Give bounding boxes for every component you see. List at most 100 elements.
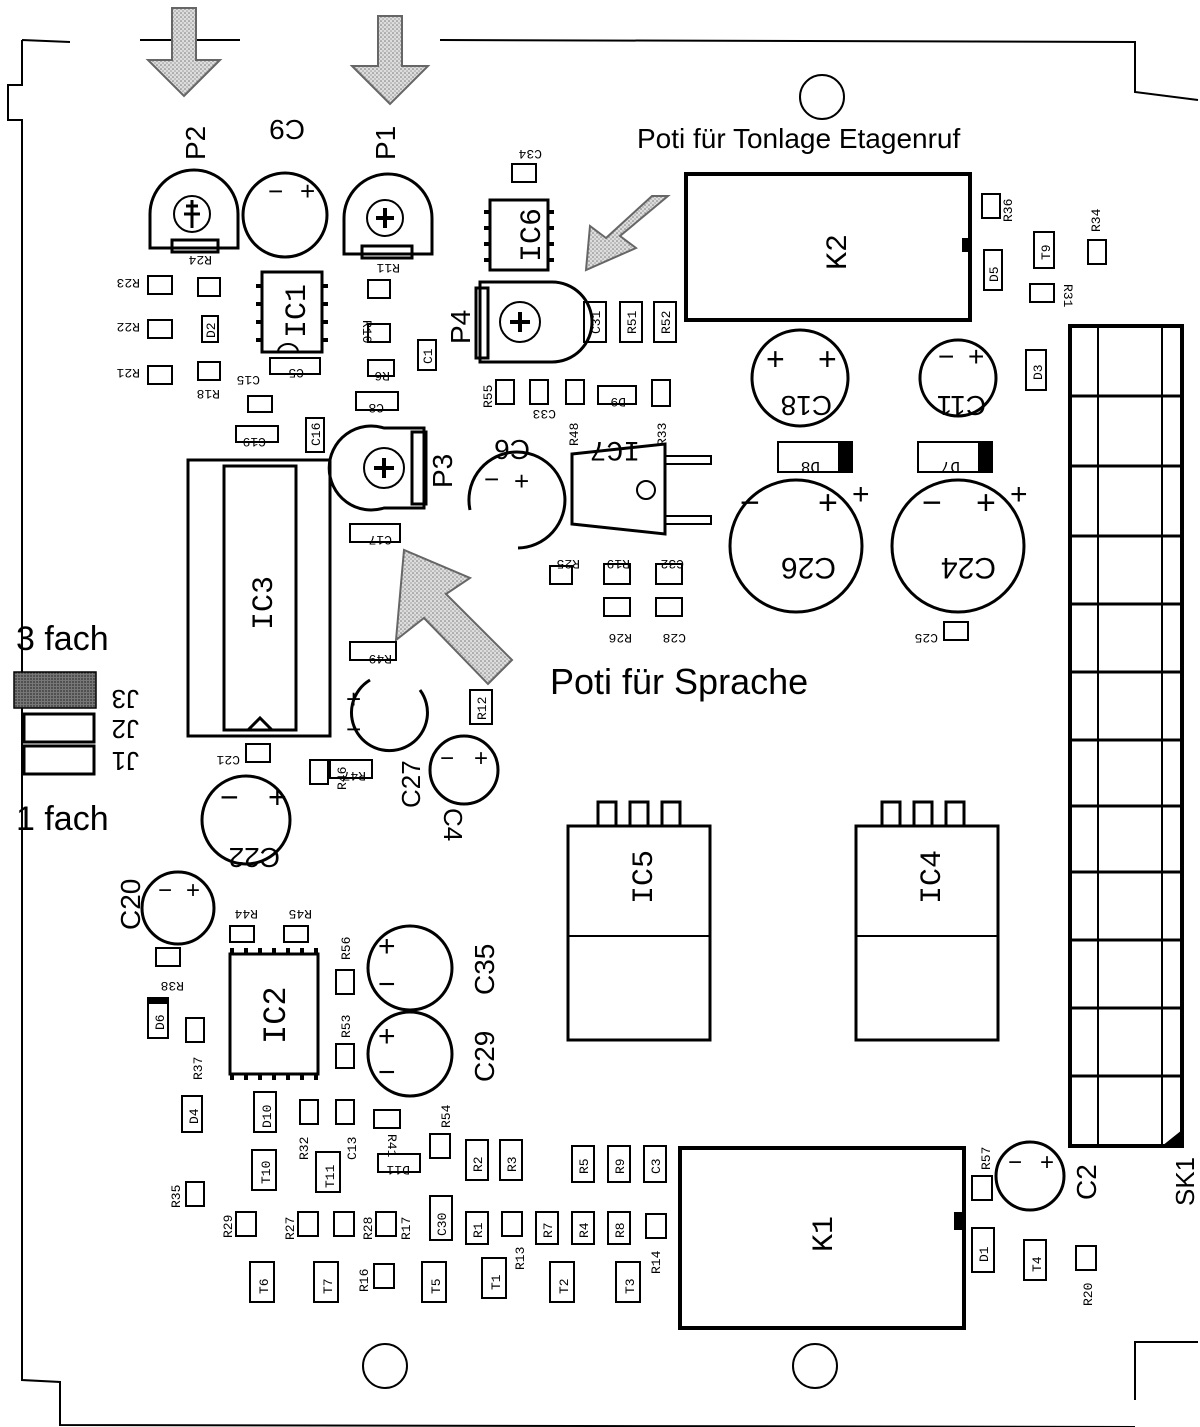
label-c28: C28	[663, 630, 686, 645]
svg-text:−: −	[440, 745, 454, 772]
label-r34: R34	[1089, 208, 1104, 232]
pad-r37	[185, 1017, 205, 1043]
pad-d9	[597, 385, 637, 405]
label-ic2: IC2	[258, 986, 295, 1044]
jumper-j3	[13, 671, 97, 709]
pad-r23	[147, 275, 173, 295]
svg-text:−: −	[378, 968, 396, 1001]
label-r1: R1	[471, 1222, 486, 1238]
label-d8: D8	[801, 457, 820, 475]
pad-r48	[565, 379, 585, 405]
capacitor-c6: − +	[467, 450, 567, 550]
svg-text:+: +	[1040, 1149, 1054, 1176]
label-c25: C25	[915, 630, 938, 645]
label-r41: R41	[384, 1134, 399, 1158]
label-r9: R9	[613, 1158, 628, 1174]
label-t10: T10	[259, 1161, 274, 1184]
pad-r28	[333, 1211, 355, 1237]
arrow-pointer-icon	[584, 195, 671, 272]
svg-text:−: −	[346, 714, 361, 744]
svg-text:+: +	[818, 484, 838, 522]
label-r20: R20	[1081, 1283, 1096, 1306]
label-r49: R49	[369, 651, 392, 666]
label-c34: C34	[518, 146, 542, 161]
svg-text:+: +	[514, 466, 529, 496]
pad-r17	[375, 1211, 397, 1237]
svg-text:+: +	[766, 341, 785, 377]
svg-text:+: +	[818, 341, 837, 377]
capacitor-c4: − +	[428, 734, 500, 806]
label-t7: T7	[321, 1278, 336, 1294]
label-r23: R23	[117, 275, 140, 290]
pad-r47	[329, 759, 373, 779]
label-r17: R17	[399, 1217, 414, 1240]
pad-t2	[549, 1261, 575, 1303]
pad-d5	[983, 249, 1003, 291]
label-d1: D1	[977, 1246, 992, 1262]
ic2-chip	[228, 948, 320, 1080]
svg-text:+: +	[474, 745, 488, 772]
capacitor-c9: − +	[241, 171, 329, 259]
pad-c8	[355, 391, 399, 411]
label-r47: R47	[343, 768, 366, 783]
pad-r22	[147, 319, 173, 339]
capacitor-c22: − +	[200, 774, 292, 866]
label-r38: R38	[161, 978, 184, 993]
pad-r12	[469, 689, 493, 725]
label-c24: C24	[941, 551, 996, 584]
pad-c34	[511, 163, 537, 183]
screw-icon	[376, 208, 394, 228]
ic6-chip	[484, 198, 554, 272]
pad-r33	[651, 379, 671, 407]
ic3-chip	[186, 458, 332, 738]
pad-r56	[335, 969, 355, 995]
pad-t9	[1033, 231, 1055, 269]
capacitor-c18: + +	[750, 328, 850, 428]
pad-r44	[229, 925, 255, 943]
capacitor-c24: − + +	[890, 478, 1028, 614]
arrow-down-icon	[349, 15, 431, 106]
label-c4: C4	[438, 808, 468, 841]
label-r44: R44	[234, 906, 258, 921]
label-r3: R3	[505, 1156, 520, 1172]
label-d10: D10	[260, 1105, 275, 1128]
relay-k1	[678, 1146, 966, 1330]
smd-components: R23 R22 R21 R24 D2 R18 R11 R10 R6 C1 C5 …	[116, 146, 1107, 1306]
svg-text:−: −	[1008, 1149, 1022, 1176]
pad-c17	[349, 523, 401, 543]
label-k1: K1	[808, 1216, 842, 1252]
label-r11: R11	[376, 260, 400, 275]
annotation-tonlage: Poti für Tonlage Etagenruf	[637, 123, 960, 154]
label-c8: C8	[368, 400, 384, 415]
label-c29: C29	[469, 1031, 500, 1082]
label-d9: D9	[610, 394, 626, 409]
pad-r4	[571, 1211, 595, 1245]
label-r27: R27	[283, 1217, 298, 1240]
label-r36: R36	[1001, 199, 1016, 222]
label-r21: R21	[116, 365, 140, 380]
label-c18: C18	[781, 390, 832, 421]
pad-r46	[309, 759, 329, 785]
label-j1: J1	[112, 746, 139, 776]
label-r12: R12	[475, 697, 490, 720]
label-c20: C20	[115, 879, 146, 930]
pad-r51	[619, 301, 643, 343]
label-r57: R57	[979, 1147, 994, 1170]
svg-text:+: +	[300, 176, 315, 206]
label-r28: R28	[361, 1217, 376, 1240]
pad-r9	[607, 1145, 631, 1183]
pad-r54	[429, 1133, 451, 1159]
label-r24: R24	[188, 252, 212, 267]
pad-t10	[251, 1149, 277, 1191]
label-d3: D3	[1031, 364, 1046, 380]
pad-t7	[313, 1261, 339, 1303]
pad-c19	[235, 425, 279, 443]
pad-r18	[197, 361, 221, 381]
capacitor-c2: − +	[994, 1140, 1066, 1212]
label-r19: R19	[607, 556, 630, 571]
pad-c16	[305, 417, 325, 453]
label-ic4: IC4	[916, 850, 950, 904]
svg-text:−: −	[484, 464, 499, 494]
label-j3: J3	[112, 684, 139, 714]
label-p3: P3	[427, 454, 458, 488]
